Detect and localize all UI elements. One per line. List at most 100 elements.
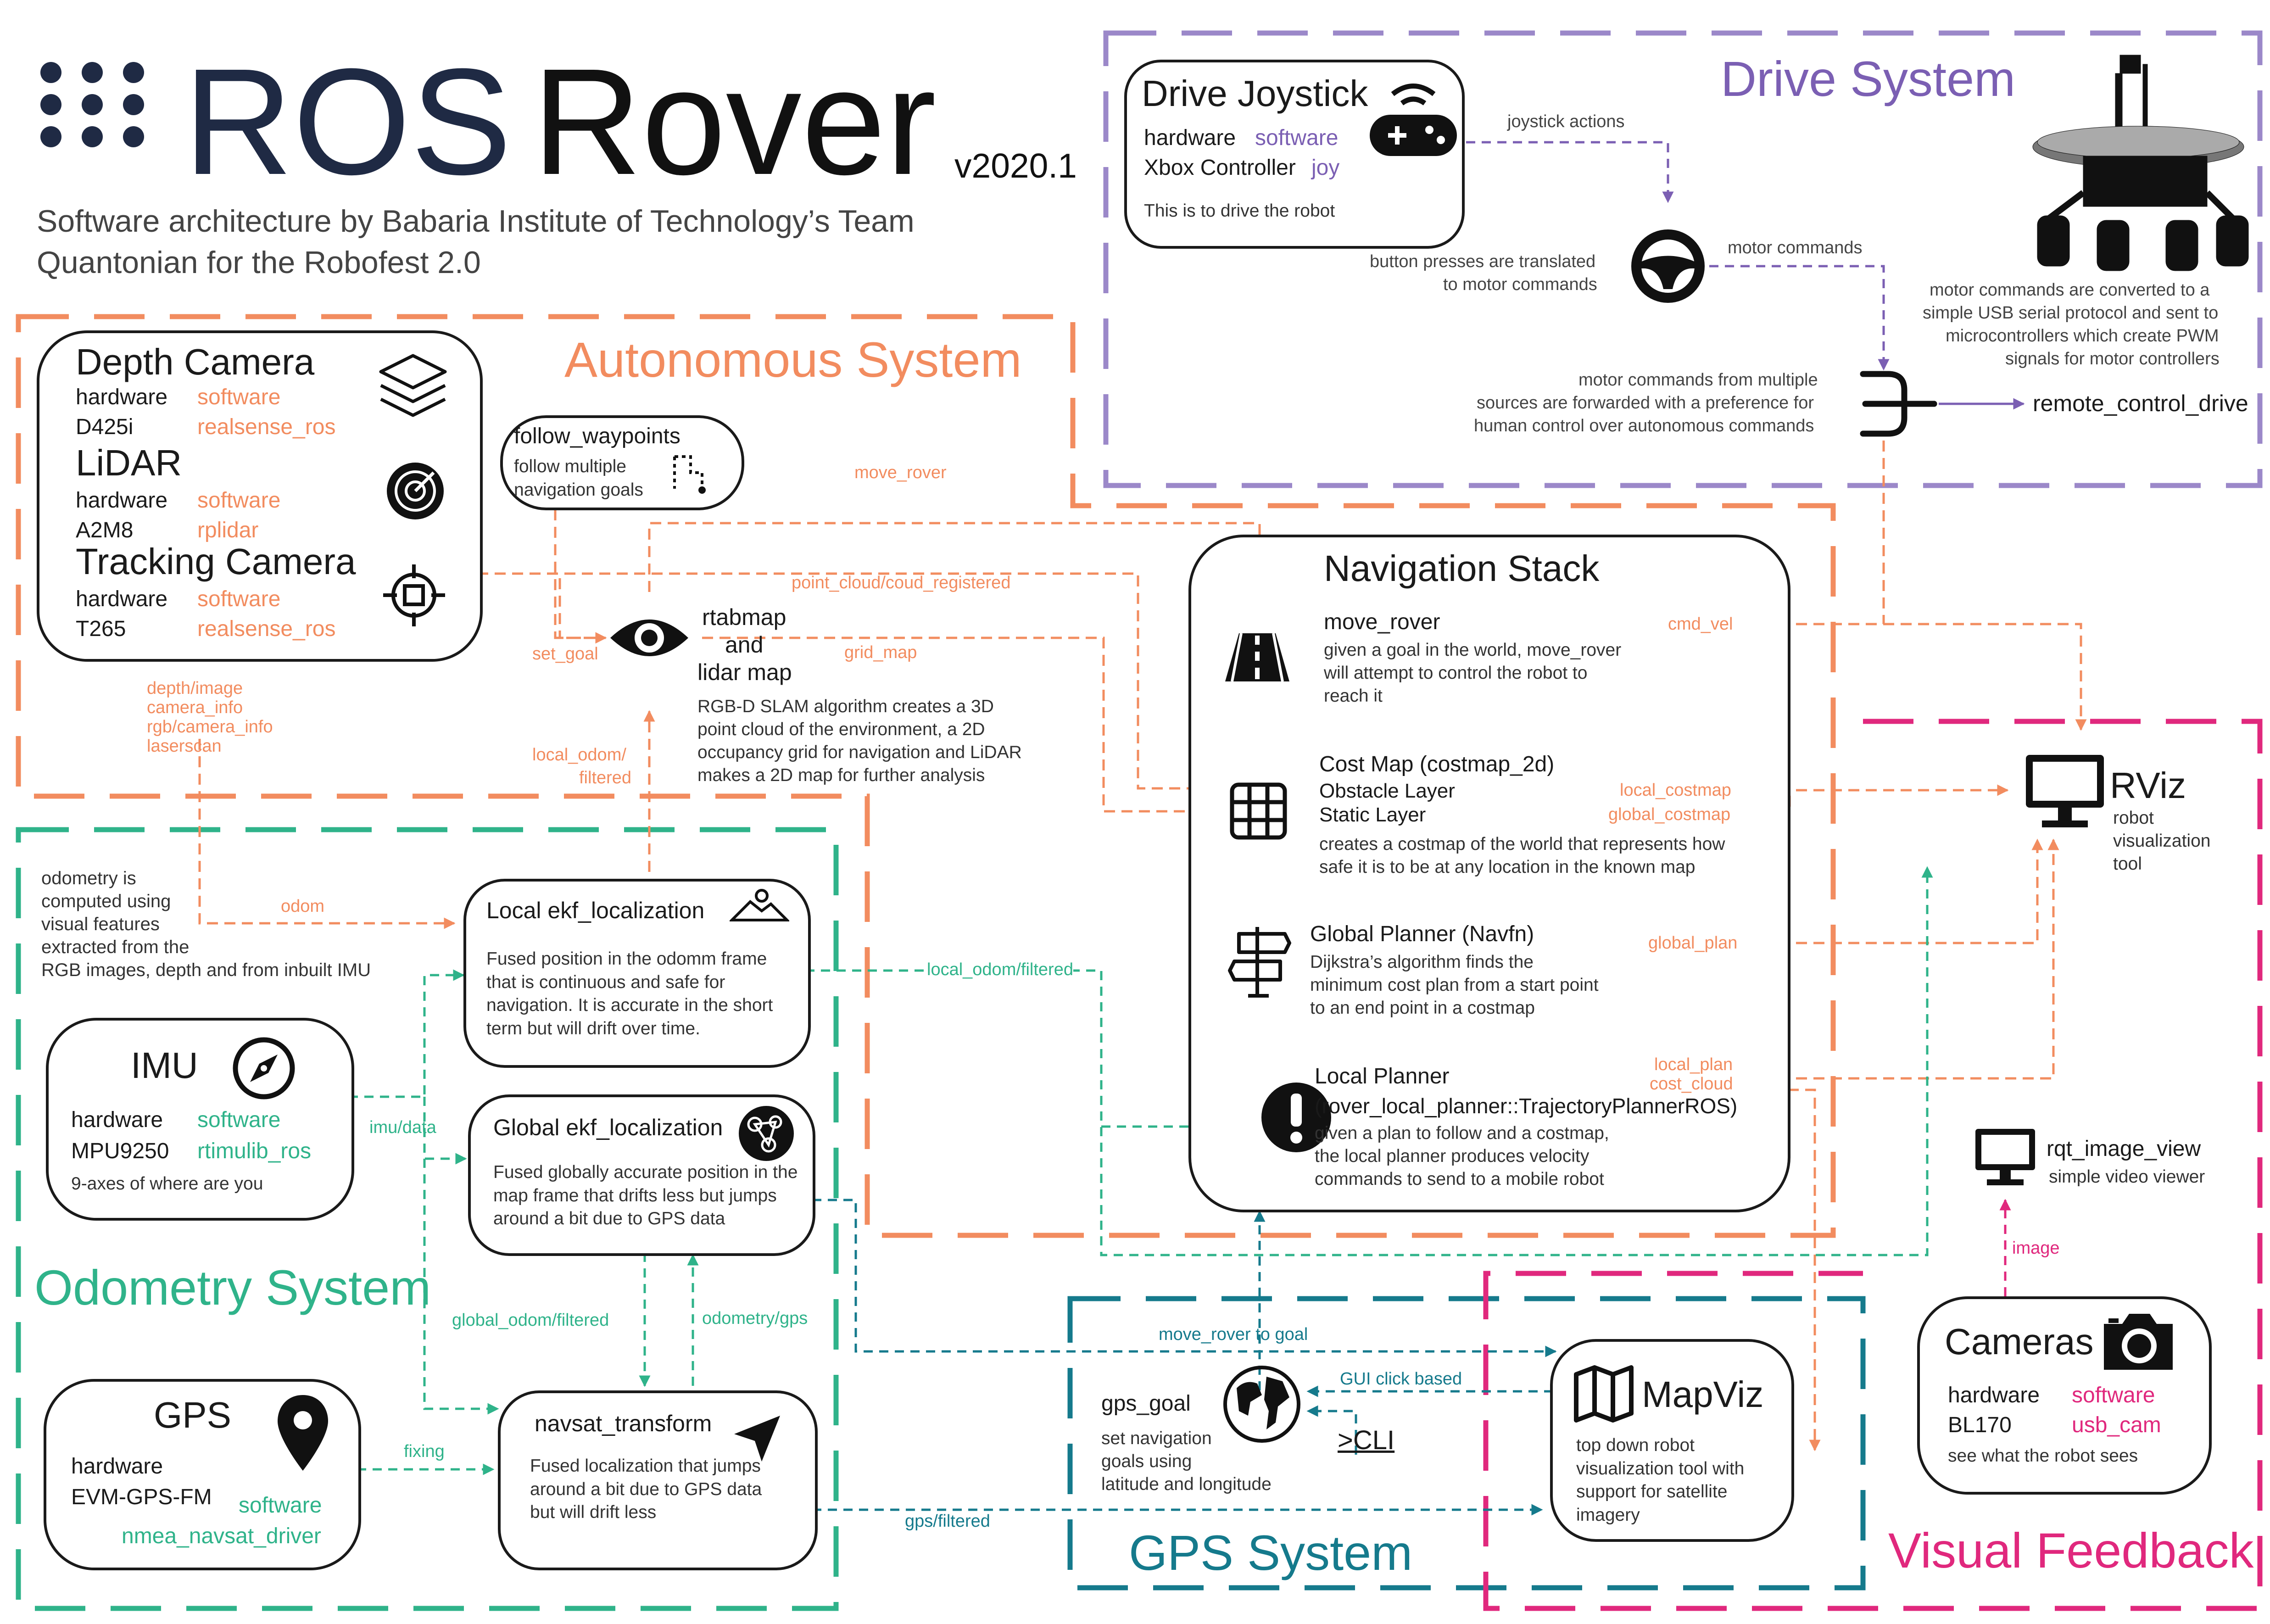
subtitle-line-1: Software architecture by Babaria Institu…: [37, 204, 915, 239]
globe-network-icon: [739, 1106, 794, 1161]
tracking-sw-label: software: [197, 587, 281, 611]
navsat-desc: Fused localization that jumps around a b…: [530, 1456, 762, 1523]
edge-label-image: image: [2012, 1239, 2060, 1258]
drive-system-title: Drive System: [1721, 51, 2016, 106]
visual-feedback-border: [1483, 719, 2263, 1611]
gps-system-title: GPS System: [1129, 1525, 1413, 1580]
edge-move-rover: [648, 522, 1266, 612]
odometry-system-border: [16, 827, 839, 1611]
odom-note-5: RGB images, depth and from inbuilt IMU: [41, 960, 371, 980]
global-planner-title: Global Planner (Navfn): [1310, 922, 1534, 946]
motor-commands-label: motor commands: [1728, 238, 1863, 257]
gps-goal-title: gps_goal: [1101, 1391, 1191, 1416]
rviz-desc-1: robot: [2113, 808, 2154, 828]
edge-motor-commands: [1709, 265, 1890, 371]
imu-sw-value: rtimulib_ros: [197, 1139, 312, 1163]
edge-label-odometry-gps: odometry/gps: [702, 1309, 808, 1328]
local-planner-desc-1: given a plan to follow and a costmap,: [1315, 1123, 1609, 1143]
serial-desc-1: motor commands are converted to a: [1930, 280, 2210, 300]
lidar-title: LiDAR: [76, 442, 182, 483]
edge-label-move-rover-goal: move_rover to goal: [1159, 1325, 1308, 1344]
lidar-hw-label: hardware: [76, 488, 168, 513]
joystick-desc: This is to drive the robot: [1144, 201, 1335, 221]
gps-hw-value: EVM-GPS-FM: [71, 1485, 212, 1509]
edge-label-imu-data: imu/data: [369, 1118, 436, 1137]
gui-click-label: GUI click based: [1340, 1369, 1462, 1389]
depth-camera-title: Depth Camera: [76, 341, 315, 382]
local-ekf-card: [463, 879, 811, 1068]
topic-depth-image: depth/image: [147, 679, 243, 698]
mux-icon: [1860, 371, 1937, 437]
depth-hw-value: D425i: [76, 415, 134, 439]
imu-desc: 9-axes of where are you: [71, 1174, 263, 1194]
imu-hw-value: MPU9250: [71, 1139, 169, 1163]
drive-joystick-title: Drive Joystick: [1142, 73, 1368, 114]
tracking-hw-value: T265: [76, 617, 126, 641]
odom-note-1: odometry is: [41, 868, 136, 888]
autonomous-system-border: [16, 314, 1836, 1238]
navsat-title: navsat_transform: [535, 1411, 712, 1436]
edge-label-local-costmap: local_costmap: [1620, 781, 1731, 800]
mapviz-card: [1550, 1339, 1794, 1542]
mapviz-title: MapViz: [1642, 1374, 1764, 1415]
edge-imu-data: [349, 969, 465, 1098]
serial-desc-2: simple USB serial protocol and sent to: [1923, 303, 2219, 323]
grid-icon: [1230, 782, 1287, 840]
depth-sw-value: realsense_ros: [197, 415, 336, 439]
odometry-system-title: Odometry System: [34, 1260, 431, 1315]
monitor-small-icon: [1975, 1129, 2035, 1185]
location-pin-icon: [278, 1395, 328, 1471]
edge-grid-map: [702, 636, 1224, 817]
edge-label-gps-filtered: gps/filtered: [905, 1512, 990, 1531]
depth-sw-label: software: [197, 385, 281, 409]
rtabmap-desc-2: point cloud of the environment, a 2D: [697, 720, 985, 739]
mapviz-desc: top down robot visualization tool with s…: [1576, 1435, 1745, 1525]
rviz-title: RViz: [2110, 765, 2186, 806]
cameras-sw-label: software: [2072, 1383, 2155, 1407]
edge-label-fixing: fixing: [404, 1442, 445, 1461]
rtabmap-title-1: rtabmap: [702, 604, 786, 630]
cameras-hw-label: hardware: [1948, 1383, 2040, 1407]
edge-label-cost-cloud: cost_cloud: [1650, 1074, 1733, 1094]
rviz-desc-2: visualization: [2113, 831, 2211, 851]
gps-sw-label: software: [239, 1493, 322, 1518]
costmap-desc-2: safe it is to be at any location in the …: [1319, 857, 1696, 877]
edge-imu-global: [423, 1097, 467, 1165]
imu-hw-label: hardware: [71, 1108, 163, 1132]
remote-control-drive: remote_control_drive: [2033, 391, 2248, 416]
navigation-stack-title: Navigation Stack: [1324, 548, 1600, 589]
edge-point-cloud-long: [477, 572, 1224, 794]
joystick-sw-value: joy: [1311, 156, 1340, 180]
drive-system-border: [1103, 30, 2263, 488]
follow-waypoints-desc-1: follow multiple: [514, 457, 626, 476]
global-planner-desc-1: Dijkstra’s algorithm finds the: [1310, 952, 1534, 972]
imu-card: [46, 1018, 354, 1221]
signpost-icon: [1228, 927, 1291, 998]
follow-waypoints-desc-2: navigation goals: [514, 480, 643, 500]
mux-desc-3: human control over autonomous commands: [1474, 416, 1814, 435]
map-pin-landscape-icon: [730, 889, 789, 921]
follow-waypoints-title: follow_waypoints: [514, 424, 680, 448]
odom-note-2: computed using: [41, 891, 171, 911]
warning-icon: [1261, 1083, 1331, 1152]
local-planner-subtitle: (rover_local_planner::TrajectoryPlannerR…: [1315, 1094, 1738, 1118]
costmap-obstacle-layer: Obstacle Layer: [1319, 780, 1455, 802]
tracking-hw-label: hardware: [76, 587, 168, 611]
imu-sw-label: software: [197, 1108, 281, 1132]
edge-label-cmd-vel: cmd_vel: [1668, 614, 1733, 634]
edge-local-odom-filtered: [805, 866, 1933, 1256]
rtabmap-title-3: lidar map: [697, 659, 792, 685]
costmap-desc-1: creates a costmap of the world that repr…: [1319, 834, 1725, 854]
move-rover-title: move_rover: [1324, 610, 1440, 634]
odom-note-4: extracted from the: [41, 937, 190, 957]
lidar-sw-value: rplidar: [197, 518, 259, 542]
brand-ros: ROS: [184, 37, 512, 206]
serial-desc-3: microcontrollers which create PWM: [1946, 326, 2219, 346]
edge-label-point-cloud: point_cloud/coud_registered: [792, 573, 1011, 592]
globe-icon: [1223, 1366, 1300, 1443]
cli-label[interactable]: >CLI: [1338, 1425, 1395, 1455]
lidar-sw-label: software: [197, 488, 281, 513]
navsat-card: [498, 1390, 818, 1570]
edge-label-odom: odom: [281, 897, 325, 916]
visual-feedback-title: Visual Feedback: [1888, 1523, 2254, 1578]
